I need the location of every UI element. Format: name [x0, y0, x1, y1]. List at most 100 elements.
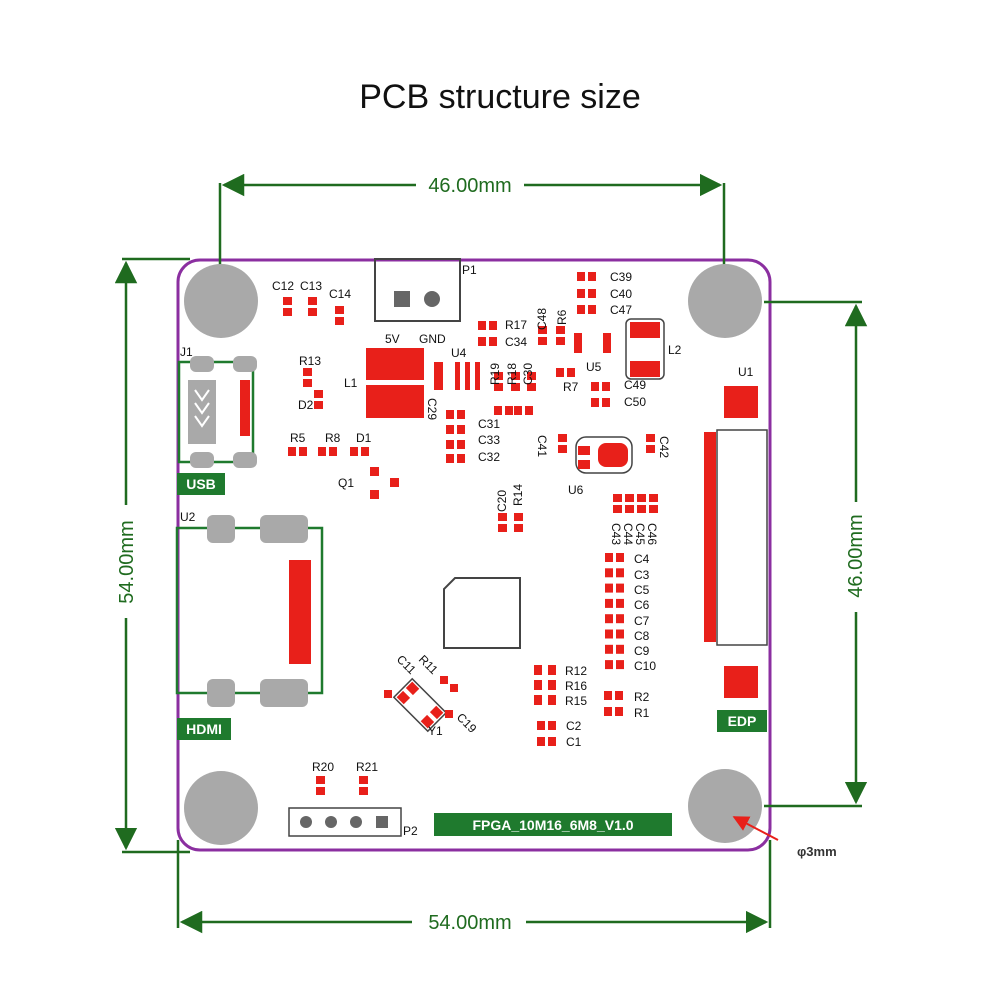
refdes-label: C31	[478, 417, 500, 431]
smd-pad	[514, 524, 523, 532]
smd-pad	[603, 333, 611, 353]
smd-pad	[457, 425, 465, 434]
refdes-label: L2	[668, 343, 682, 357]
refdes-label: U1	[738, 365, 754, 379]
smd-pad	[316, 787, 325, 795]
smd-pad	[303, 379, 312, 387]
refdes-label: R17	[505, 318, 527, 332]
smd-pad	[494, 406, 502, 415]
dimension-top: 46.00mm	[218, 173, 726, 265]
hdmi-silk-label: HDMI	[186, 721, 222, 737]
p1-pin-label-gnd: GND	[419, 332, 446, 346]
smd-pad	[616, 553, 624, 562]
p2-pin	[300, 816, 312, 828]
refdes-label: C4	[634, 552, 650, 566]
smd-pad	[446, 425, 454, 434]
smd-pad	[457, 454, 465, 463]
dimension-top-label: 46.00mm	[428, 175, 511, 197]
smd-pad	[616, 598, 624, 608]
l2-pad-bottom	[630, 361, 660, 377]
smd-pad	[489, 321, 497, 330]
dimension-right-label: 46.00mm	[845, 514, 867, 597]
smd-pad	[465, 362, 470, 390]
refdes-label: R1	[634, 706, 650, 720]
smd-pad	[450, 684, 458, 692]
refdes-label: C20	[495, 490, 509, 512]
smd-pad	[534, 695, 542, 705]
smd-pad	[494, 372, 503, 380]
smd-pad	[537, 737, 545, 746]
l2-inductor	[625, 318, 665, 380]
smd-pad	[548, 695, 556, 705]
dimension-bottom-label: 54.00mm	[428, 912, 511, 934]
smd-pad	[446, 410, 454, 419]
usb-silk-label-bg	[177, 473, 225, 495]
smd-pad	[335, 317, 344, 325]
smd-pad	[558, 434, 567, 442]
refdes-label: C2	[566, 719, 582, 733]
smd-pad	[384, 690, 392, 698]
y1-crystal	[392, 677, 448, 733]
smd-pad	[527, 372, 536, 380]
smd-pad	[316, 776, 325, 784]
smd-pad	[498, 513, 507, 521]
smd-pad	[318, 447, 326, 456]
smd-pad	[556, 326, 565, 334]
smd-pad	[283, 308, 292, 316]
edp-silk-label: EDP	[728, 713, 757, 729]
refdes-label: R16	[565, 679, 587, 693]
smd-pad	[625, 505, 634, 513]
refdes-label: C45	[633, 523, 647, 545]
smd-pad	[548, 680, 556, 690]
smd-pad	[605, 644, 613, 654]
smd-pad	[361, 447, 369, 456]
smd-pad	[514, 513, 523, 521]
smd-pad	[548, 737, 556, 746]
smd-pad	[494, 383, 503, 391]
smd-pad	[646, 445, 655, 453]
smd-pad	[505, 406, 513, 415]
smd-pad	[605, 614, 613, 624]
refdes-label: R2	[634, 690, 650, 704]
mounting-hole-top-right	[688, 264, 762, 338]
refdes-label: Q1	[338, 476, 354, 490]
refdes-label: R6	[555, 309, 569, 325]
smd-pad	[556, 368, 564, 377]
refdes-label: R7	[563, 380, 579, 394]
smd-pad	[615, 707, 623, 716]
refdes-label: C29	[425, 398, 439, 420]
smd-pad	[534, 680, 542, 690]
smd-pad	[578, 446, 590, 455]
smd-pad	[649, 494, 658, 502]
smd-pad	[308, 297, 317, 305]
smd-pad	[616, 629, 624, 639]
refdes-label: R8	[325, 431, 341, 445]
smd-pad	[303, 368, 312, 376]
refdes-label: C42	[657, 436, 671, 458]
smd-pad	[616, 568, 624, 578]
p2-pin	[350, 816, 362, 828]
smd-pad	[440, 676, 448, 684]
smd-pad	[637, 505, 646, 513]
dimension-left: 54.00mm	[114, 257, 190, 854]
smd-pad	[478, 321, 486, 330]
hole-diameter-label: φ3mm	[797, 844, 837, 859]
smd-pad	[511, 383, 520, 391]
refdes-label: U6	[568, 483, 584, 497]
smd-pad	[577, 305, 585, 314]
smd-pad	[445, 710, 453, 718]
refdes-label: C1	[566, 735, 582, 749]
refdes-label: C13	[300, 279, 322, 293]
refdes-label: C47	[610, 303, 632, 317]
board-name-label: FPGA_10M16_6M8_V1.0	[472, 817, 633, 833]
smd-pad	[591, 382, 599, 391]
refdes-label: R18	[505, 363, 519, 385]
board-name-bg	[434, 813, 672, 836]
smd-pad	[457, 410, 465, 419]
smd-pad	[578, 460, 590, 469]
refdes-label: C34	[505, 335, 527, 349]
refdes-label: C39	[610, 270, 632, 284]
smd-pad	[534, 665, 542, 675]
smd-pad	[605, 568, 613, 578]
mounting-hole-top-left	[184, 264, 258, 338]
